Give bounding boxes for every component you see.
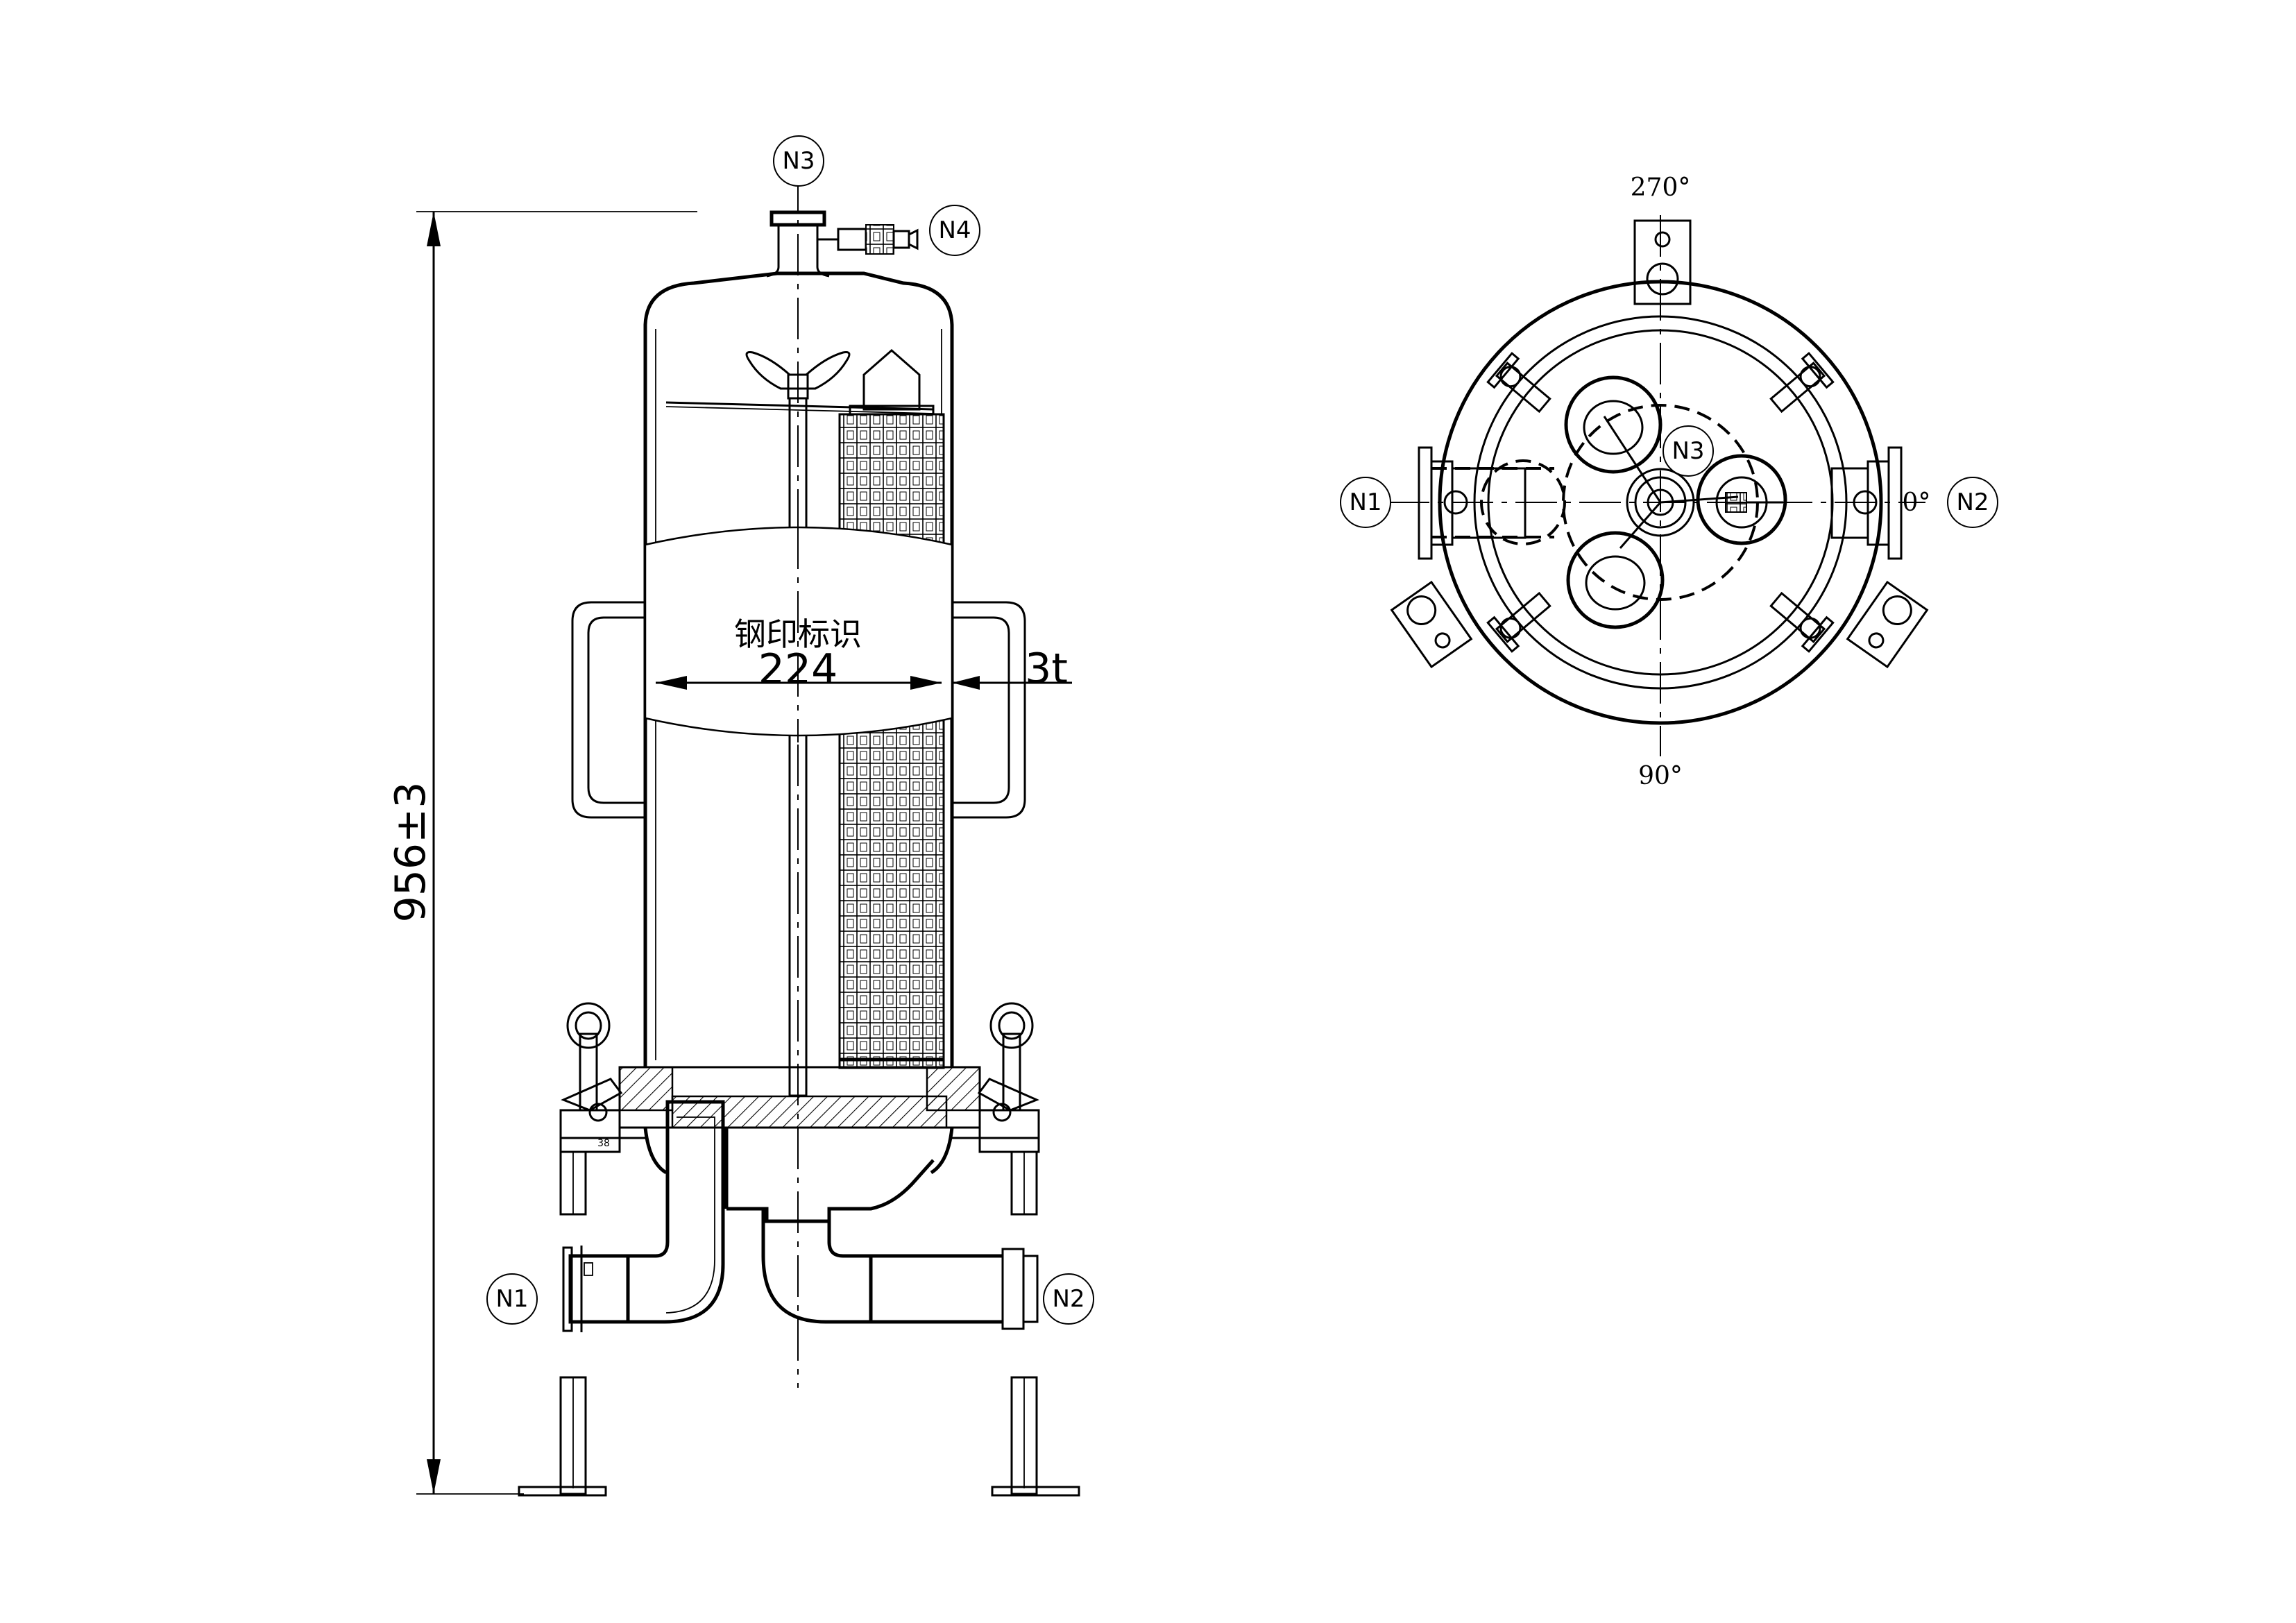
tag-n3-top: N3 — [1663, 425, 1714, 477]
right-handle — [952, 601, 1026, 819]
tag-n2-top-label: N2 — [1956, 488, 1989, 516]
thickness-dim-label: 3t — [1025, 645, 1068, 693]
tag-n3-top-label: N3 — [1672, 437, 1704, 465]
tag-n4-front: N4 — [929, 205, 980, 256]
side-ears — [1390, 580, 1929, 669]
diameter-dimension: 224 — [656, 645, 942, 694]
tag-n2-top: N2 — [1947, 477, 1998, 528]
tag-n1-top: N1 — [1340, 477, 1391, 528]
filter-cartridge — [839, 414, 944, 1069]
stamp-label: 钢印标识 — [734, 615, 862, 653]
height-dim-label: 956±3 — [386, 782, 435, 923]
top-nozzle — [766, 170, 830, 1388]
diameter-dim-label: 224 — [758, 645, 838, 694]
filter-housing-bottom — [1566, 531, 1665, 629]
svg-text:38: 38 — [597, 1138, 610, 1149]
left-leg — [518, 1150, 607, 1497]
vent-valve — [817, 224, 919, 255]
thickness-dimension: 3t — [952, 645, 1072, 693]
base-flange: 38 — [559, 1066, 1040, 1153]
height-dimension: 956±3 — [386, 211, 697, 1495]
tag-n1-front: N1 — [486, 1273, 538, 1325]
top-view: 270° 90° 0° N3 N1 N2 — [1340, 173, 1998, 790]
tag-n4-front-label: N4 — [938, 216, 971, 244]
inlet-pipe — [626, 1100, 725, 1324]
tag-n2-front-label: N2 — [1052, 1285, 1085, 1313]
left-handle — [571, 601, 645, 819]
filter-housing-top — [1564, 375, 1663, 474]
bottom-bowl — [643, 1127, 954, 1175]
outlet-pipe — [761, 1209, 873, 1324]
tag-n3-front-label: N3 — [782, 147, 815, 175]
filter-cap — [862, 349, 921, 411]
rim-clamps — [1486, 352, 1835, 653]
wing-nut — [745, 351, 851, 390]
left-clamp — [561, 1002, 623, 1122]
tag-n1-front-label: N1 — [495, 1285, 528, 1313]
angle-90: 90° — [1638, 762, 1683, 790]
right-leg — [991, 1150, 1080, 1497]
tag-n1-top-label: N1 — [1349, 488, 1381, 516]
angle-0: 0° — [1903, 488, 1931, 517]
right-clamp — [977, 1002, 1039, 1122]
top-lug — [1633, 219, 1692, 305]
front-view: 956±3 — [386, 135, 1094, 1497]
tag-n2-front: N2 — [1043, 1273, 1094, 1325]
angle-270: 270° — [1631, 173, 1691, 202]
tag-n3-front: N3 — [773, 135, 824, 187]
